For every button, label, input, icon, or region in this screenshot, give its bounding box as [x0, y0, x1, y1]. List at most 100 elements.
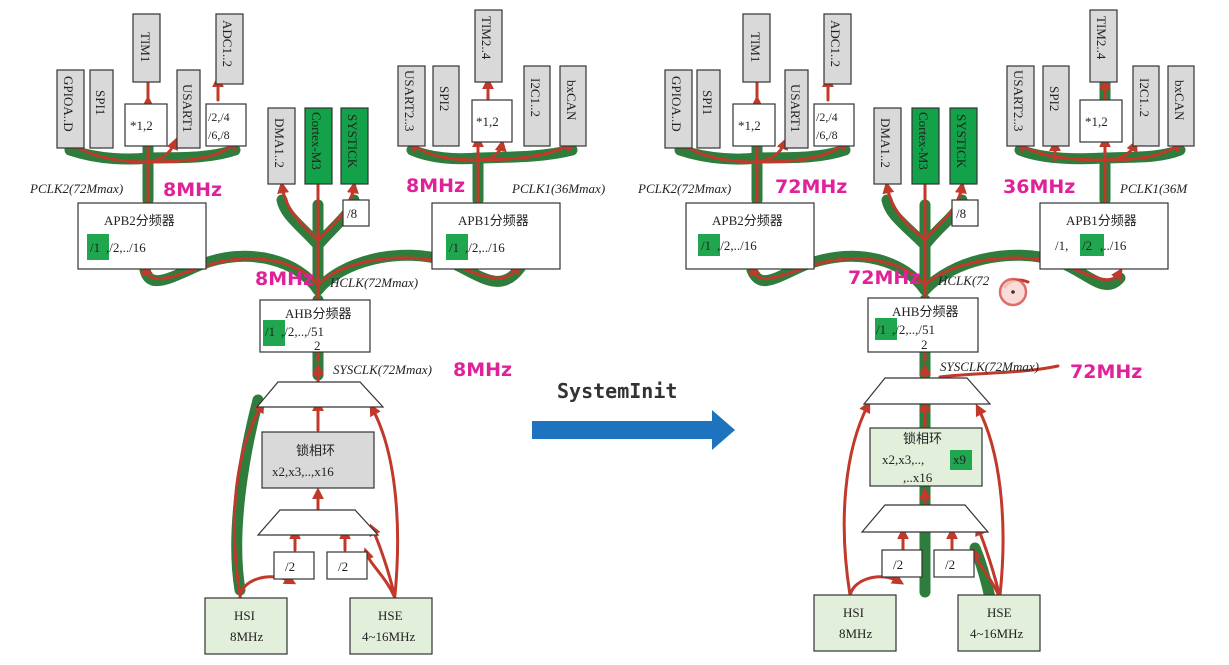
left-peripheral-dma12: DMA1..2 [267, 107, 296, 185]
left-peripheral-gpioa: GPIOA..D [56, 69, 85, 149]
left-peripheral-adc12: ADC1..2 [215, 13, 244, 85]
left-sysclk-mux [255, 381, 385, 408]
right-hsi-freq: 8MHz [839, 626, 872, 641]
svg-text:SYSTICK: SYSTICK [345, 114, 360, 169]
right-annotation-pclk1: 36MHz [1003, 176, 1075, 198]
left-ahb-selected: /1 [265, 324, 275, 339]
svg-text:TIM1: TIM1 [138, 32, 153, 62]
right-hsi-divider [881, 549, 923, 578]
left-hse-source [349, 597, 433, 655]
left-peripheral-cortex: Cortex-M3 [304, 107, 333, 185]
left-peripheral-usart23: USART2..3 [397, 65, 426, 147]
left-adc-prescaler [205, 103, 247, 147]
right-clock-tree: GPIOA..D SPI1 TIM1 USART1 ADC1..2 *1,2 /… [637, 9, 1195, 652]
right-hse-name: HSE [987, 605, 1012, 620]
left-pll [261, 431, 375, 489]
left-peripheral-bxcan: bxCAN [559, 65, 587, 147]
right-peripheral-adc12: ADC1..2 [823, 13, 852, 85]
right-hse-source [957, 594, 1041, 652]
right-apb2-selected: /1 [701, 238, 711, 253]
svg-text:GPIOA..D: GPIOA..D [61, 76, 76, 132]
svg-text:TIM1: TIM1 [748, 32, 763, 62]
left-pclk1-label: PCLK1(36Mmax) [511, 181, 605, 196]
right-tim24-multiplier-label: *1,2 [1085, 114, 1108, 129]
left-hse-divider-label: /2 [338, 559, 348, 574]
svg-text:GPIOA..D: GPIOA..D [669, 76, 684, 132]
left-ahb-options: ,/2,..,/51 [281, 324, 324, 339]
left-apb1-selected: /1 [449, 240, 459, 255]
left-hsi-freq: 8MHz [230, 629, 263, 644]
svg-text:DMA1..2: DMA1..2 [272, 118, 287, 168]
right-adc-prescaler [813, 103, 855, 147]
left-peripheral-usart1: USART1 [176, 69, 201, 149]
left-peripheral-spi1: SPI1 [89, 69, 114, 149]
right-annotation-hclk: 72MHz [848, 267, 920, 289]
left-adc-prescaler-line1: /2,/4 [208, 110, 230, 124]
svg-text:SPI1: SPI1 [700, 90, 715, 115]
right-pll-source-mux [860, 504, 990, 533]
left-apb1-options: ,/2,../16 [465, 240, 505, 255]
right-peripheral-cortex: Cortex-M3 [911, 107, 940, 185]
svg-text:ADC1..2: ADC1..2 [828, 20, 843, 67]
svg-text:ADC1..2: ADC1..2 [220, 20, 235, 67]
left-apb1-selected-highlight [446, 234, 468, 260]
right-hsi-divider-label: /2 [893, 557, 903, 572]
left-ahb-options-wrap: 2 [314, 338, 321, 353]
svg-text:SPI2: SPI2 [1047, 86, 1062, 111]
left-annotation-pclk2: 8MHz [163, 179, 222, 201]
right-peripheral-i2c12: I2C1..2 [1132, 65, 1160, 147]
svg-text:DMA1..2: DMA1..2 [878, 118, 893, 168]
cursor-dot-icon [1011, 290, 1015, 294]
right-peripheral-usart23: USART2..3 [1006, 65, 1035, 147]
right-hse-freq: 4~16MHz [970, 626, 1023, 641]
transition-arrow-icon [532, 410, 735, 450]
left-annotation-pclk1: 8MHz [406, 175, 465, 197]
left-pll-title: 锁相环 [296, 443, 335, 458]
left-systick-divider-label: /8 [347, 206, 357, 221]
right-ahb-options-wrap: 2 [921, 337, 928, 352]
right-systick-divider-label: /8 [956, 206, 966, 221]
right-adc-prescaler-line2: /6,/8 [816, 128, 838, 142]
left-hse-divider [326, 551, 368, 580]
right-apb1-title: APB1分频器 [1066, 213, 1137, 228]
right-annotation-sysclk: 72MHz [1070, 361, 1142, 383]
right-ahb-title: AHB分频器 [892, 304, 958, 319]
right-peripheral-dma12: DMA1..2 [873, 107, 902, 185]
right-peripheral-spi1: SPI1 [696, 69, 721, 149]
left-hsi-divider-label: /2 [285, 559, 295, 574]
svg-text:USART1: USART1 [180, 84, 195, 132]
left-annotation-hclk: 8MHz [255, 268, 314, 290]
svg-text:TIM2..4: TIM2..4 [1094, 16, 1109, 60]
left-apb2-selected-highlight [87, 234, 109, 260]
system-init-label: SystemInit [557, 379, 677, 403]
left-annotation-sysclk: 8MHz [453, 359, 512, 381]
right-apb1-selected: /2 [1082, 238, 1092, 253]
left-pclk2-label: PCLK2(72Mmax) [29, 181, 123, 196]
right-hsi-source [813, 594, 897, 652]
right-hsi-name: HSI [843, 605, 864, 620]
right-pll-selected: x9 [953, 452, 966, 467]
left-apb2-selected: /1 [90, 240, 100, 255]
right-hse-divider-label: /2 [945, 557, 955, 572]
left-hsi-divider [273, 551, 315, 580]
svg-text:bxCAN: bxCAN [1172, 80, 1187, 121]
right-tim24-multiplier [1079, 99, 1123, 143]
svg-text:SYSTICK: SYSTICK [954, 114, 969, 169]
svg-text:USART2..3: USART2..3 [402, 70, 417, 131]
left-peripheral-tim1: TIM1 [132, 13, 161, 83]
right-peripheral-tim24: TIM2..4 [1089, 9, 1118, 83]
svg-text:bxCAN: bxCAN [564, 80, 579, 121]
left-sysclk-label: SYSCLK(72Mmax) [333, 362, 432, 377]
left-peripheral-tim24: TIM2..4 [474, 9, 503, 83]
right-apb1-selected-highlight [1080, 234, 1104, 256]
left-tim24-multiplier-label: *1,2 [476, 114, 499, 129]
left-pll-source-mux [256, 509, 380, 536]
left-apb2-title: APB2分频器 [104, 213, 175, 228]
left-hsi-name: HSI [234, 608, 255, 623]
left-apb1-title: APB1分频器 [458, 213, 529, 228]
right-sysclk-mux [862, 377, 992, 405]
left-hse-freq: 4~16MHz [362, 629, 415, 644]
right-pclk1-label: PCLK1(36M [1119, 181, 1188, 196]
right-systick-divider [951, 199, 979, 227]
